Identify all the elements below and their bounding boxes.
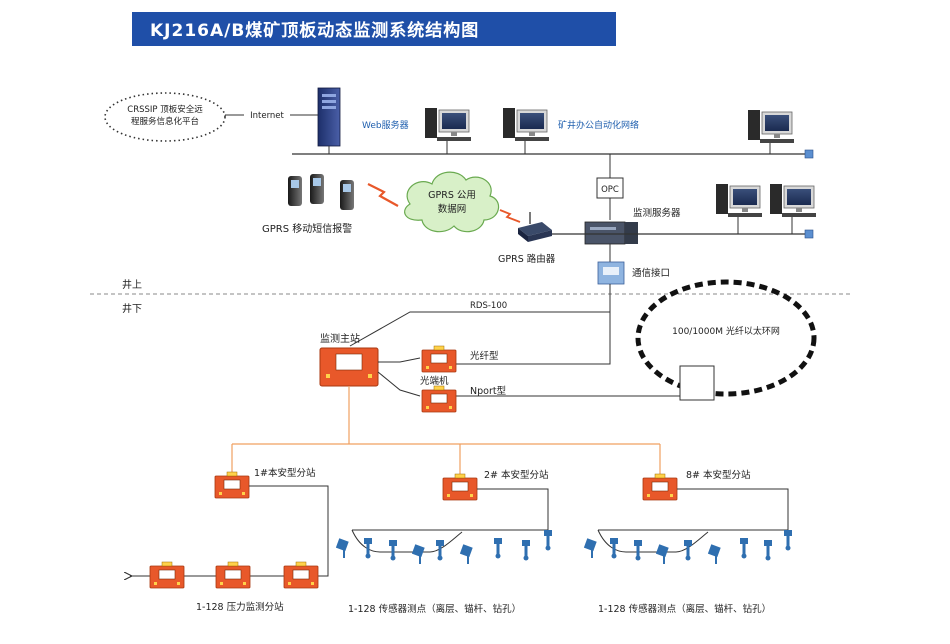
above-ground-label: 井上 bbox=[122, 278, 142, 291]
remote-platform-ellipse bbox=[104, 92, 226, 142]
mobile-phone-icon-2 bbox=[310, 174, 324, 204]
internet-label: Internet bbox=[250, 111, 284, 121]
fiber-transceiver-icon bbox=[421, 345, 457, 373]
fiber-type-label: 光纤型 bbox=[470, 350, 499, 362]
ring-label: 100/1000M 光纤以太环网 bbox=[672, 325, 780, 337]
substation-8-label: 8# 本安型分站 bbox=[686, 469, 751, 481]
gprs-network-cloud bbox=[404, 171, 500, 233]
substation-1-icon bbox=[214, 471, 250, 499]
gprs-sms-label: GPRS 移动短信报警 bbox=[262, 222, 352, 235]
bus-terminator-2 bbox=[804, 229, 814, 239]
pressure-station-icon-2 bbox=[215, 561, 251, 589]
pressure-station-icon-3 bbox=[283, 561, 319, 589]
title-bar bbox=[132, 12, 616, 46]
office-network-label: 矿井办公自动化网络 bbox=[558, 119, 639, 131]
ethernet-ring bbox=[635, 279, 817, 397]
bus-terminator-1 bbox=[804, 149, 814, 159]
monitor-pc-icon-2 bbox=[769, 183, 817, 218]
sensor-group-2-label: 1-128 传感器测点（离层、锚杆、钻孔） bbox=[598, 603, 771, 615]
web-server-label: Web服务器 bbox=[362, 119, 409, 131]
nport-type-label: Nport型 bbox=[470, 386, 507, 397]
opc-label: OPC bbox=[601, 185, 619, 195]
substation-2-icon bbox=[442, 473, 478, 501]
wireless-signal-icon bbox=[367, 183, 399, 207]
gprs-router-label: GPRS 路由器 bbox=[498, 253, 556, 265]
comm-interface-icon bbox=[597, 261, 625, 285]
gprs-network-line1: GPRS 公用 bbox=[428, 190, 476, 201]
comm-interface-label: 通信接口 bbox=[632, 267, 670, 279]
substation-2-label: 2# 本安型分站 bbox=[484, 469, 549, 481]
gprs-router-icon bbox=[518, 212, 552, 242]
below-ground-label: 井下 bbox=[122, 302, 142, 315]
monitor-server-icon bbox=[584, 221, 638, 245]
wireless-signal-icon-2 bbox=[499, 209, 521, 223]
pressure-group-label: 1-128 压力监测分站 bbox=[196, 601, 284, 613]
diagram-title: KJ216A/B煤矿顶板动态监测系统结构图 bbox=[150, 20, 479, 41]
substation-1-label: 1#本安型分站 bbox=[254, 467, 316, 479]
sensor-group-2 bbox=[583, 530, 792, 564]
monitor-server-label: 监测服务器 bbox=[633, 207, 681, 219]
nport-transceiver-icon bbox=[421, 385, 457, 413]
sensor-group-1-label: 1-128 传感器测点（离层、锚杆、钻孔） bbox=[348, 603, 521, 615]
fiber-link bbox=[456, 312, 611, 365]
transceiver-label: 光端机 bbox=[420, 375, 449, 387]
remote-platform-line1: CRSSIP 顶板安全远 bbox=[127, 104, 203, 115]
mobile-phone-icon-3 bbox=[340, 180, 354, 210]
web-server-icon bbox=[317, 87, 341, 147]
pressure-station-icon-1 bbox=[149, 561, 185, 589]
office-pc-icon-1 bbox=[424, 107, 472, 142]
main-station-icon bbox=[319, 347, 379, 387]
remote-platform-line2: 程服务信息化平台 bbox=[131, 116, 199, 127]
rds-label: RDS-100 bbox=[470, 301, 507, 311]
ring-switch-box bbox=[679, 365, 715, 401]
gprs-network-line2: 数据网 bbox=[438, 203, 467, 215]
office-pc-icon-3 bbox=[747, 109, 795, 144]
mobile-phone-icon-1 bbox=[288, 176, 302, 206]
rds-link bbox=[349, 284, 611, 347]
substation-8-icon bbox=[642, 473, 678, 501]
office-pc-icon-2 bbox=[502, 107, 550, 142]
main-station-label: 监测主站 bbox=[320, 332, 360, 345]
monitor-pc-icon-1 bbox=[715, 183, 763, 218]
